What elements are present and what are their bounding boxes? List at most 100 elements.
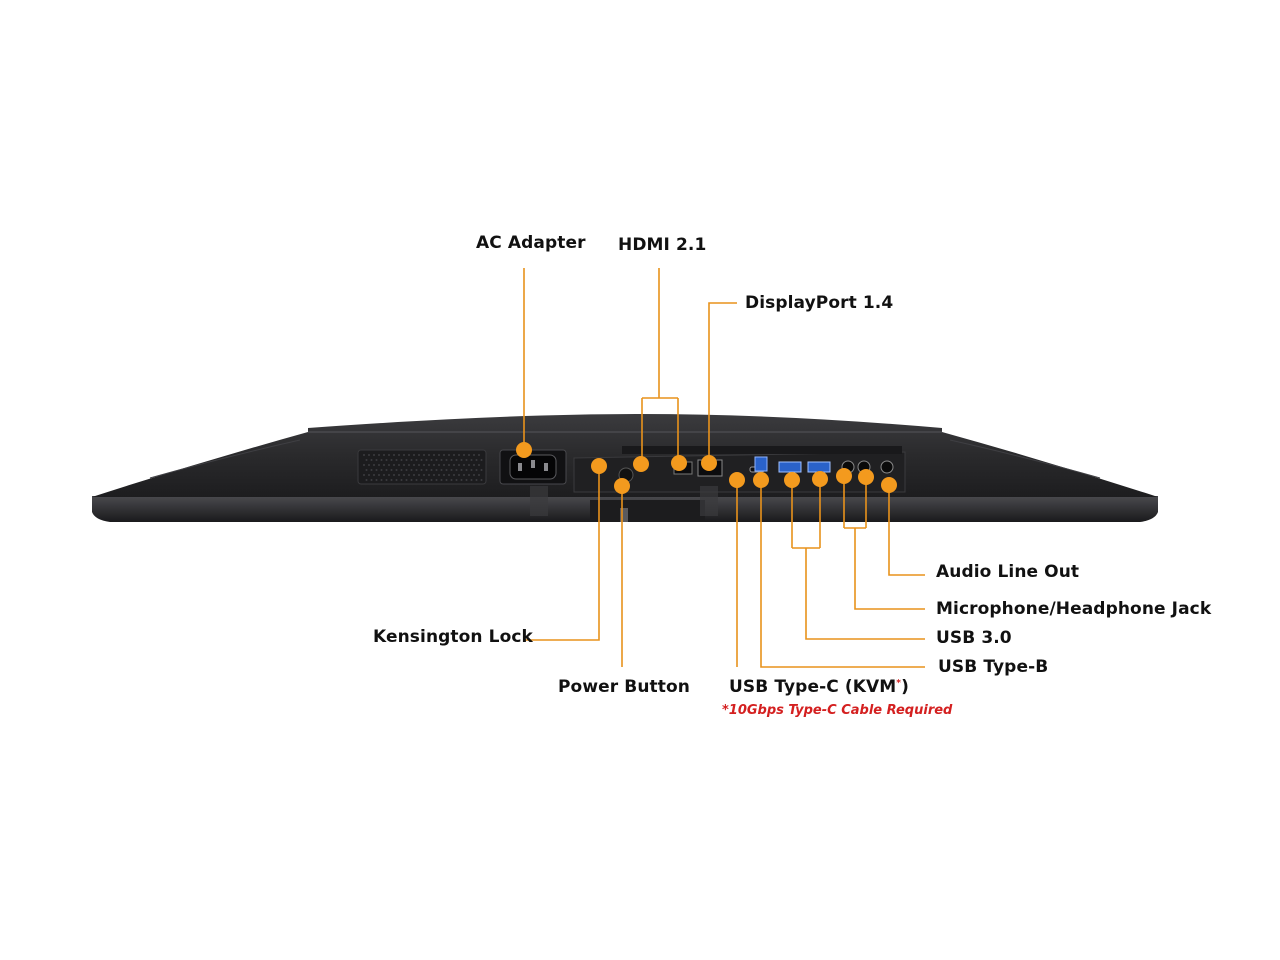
grille-hole <box>450 459 453 461</box>
audio-out-leader <box>888 486 925 576</box>
grille-hole <box>400 459 403 461</box>
usb-b-leader <box>760 480 925 668</box>
grille-hole <box>468 474 470 476</box>
grille-hole <box>378 464 380 466</box>
power-button-marker <box>614 478 630 494</box>
grille-hole <box>393 474 395 476</box>
grille-hole <box>405 479 408 481</box>
displayport-leader <box>708 302 737 462</box>
usb-c-label-close: ) <box>901 677 909 697</box>
stand-post <box>530 486 548 516</box>
grille-hole <box>468 464 470 466</box>
grille-hole <box>380 459 383 461</box>
grille-hole <box>385 479 388 481</box>
grille-hole <box>415 459 418 461</box>
grille-hole <box>373 454 375 456</box>
grille-hole <box>455 459 458 461</box>
audio-out-marker <box>881 477 897 493</box>
grille-hole <box>415 469 418 471</box>
grille-hole <box>398 454 400 456</box>
grille-hole <box>420 479 423 481</box>
grille-hole <box>460 459 463 461</box>
ac-pin <box>544 463 548 471</box>
grille-hole <box>375 459 378 461</box>
grille-hole <box>413 474 415 476</box>
usb-c-label: USB Type-C (KVM*) <box>729 677 909 697</box>
grille-hole <box>435 469 438 471</box>
grille-hole <box>448 464 450 466</box>
mic-jack-leader <box>843 477 925 610</box>
grille-hole <box>455 469 458 471</box>
grille-hole <box>475 479 478 481</box>
grille-hole <box>373 474 375 476</box>
grille-hole <box>430 459 433 461</box>
grille-hole <box>395 469 398 471</box>
grille-hole <box>428 454 430 456</box>
grille-hole <box>403 474 405 476</box>
grille-hole <box>423 464 425 466</box>
grille-hole <box>438 464 440 466</box>
grille-hole <box>478 454 480 456</box>
grille-hole <box>473 464 475 466</box>
grille-hole <box>400 469 403 471</box>
grille-hole <box>463 464 465 466</box>
grille-hole <box>478 464 480 466</box>
grille-hole <box>448 474 450 476</box>
mic-jack-marker <box>836 468 852 484</box>
grille-hole <box>365 479 368 481</box>
grille-hole <box>470 459 473 461</box>
grille-hole <box>480 469 483 471</box>
grille-hole <box>435 459 438 461</box>
hdmi-leader <box>641 268 679 462</box>
grille-hole <box>475 469 478 471</box>
grille-hole <box>433 454 435 456</box>
grille-hole <box>450 479 453 481</box>
grille-hole <box>425 469 428 471</box>
grille-hole <box>453 454 455 456</box>
speaker-grille <box>357 449 487 485</box>
grille-hole <box>390 459 393 461</box>
grille-hole <box>398 464 400 466</box>
grille-hole <box>370 479 373 481</box>
grille-hole <box>425 459 428 461</box>
io-vent <box>622 446 902 454</box>
mic-jack-label: Microphone/Headphone Jack <box>936 599 1212 619</box>
grille-hole <box>413 454 415 456</box>
grille-hole <box>373 464 375 466</box>
grille-hole <box>423 474 425 476</box>
grille-hole <box>383 474 385 476</box>
usb30-port-shape <box>807 461 831 473</box>
grille-hole <box>430 469 433 471</box>
monitor-body <box>92 414 1158 522</box>
grille-hole <box>443 474 445 476</box>
grille-hole <box>390 479 393 481</box>
speaker-grille-holes <box>363 454 483 481</box>
grille-hole <box>403 454 405 456</box>
ac-adapter-marker <box>516 442 532 458</box>
grille-hole <box>393 454 395 456</box>
hdmi-marker-2 <box>671 455 687 471</box>
usb-b-marker <box>753 472 769 488</box>
grille-hole <box>413 464 415 466</box>
grille-hole <box>368 454 370 456</box>
grille-hole <box>365 469 368 471</box>
grille-hole <box>475 459 478 461</box>
grille-hole <box>368 474 370 476</box>
grille-hole <box>408 464 410 466</box>
grille-hole <box>453 464 455 466</box>
shell-ridge-right <box>949 439 1101 479</box>
grille-hole <box>363 474 365 476</box>
displayport-label: DisplayPort 1.4 <box>745 293 894 313</box>
grille-hole <box>480 459 483 461</box>
grille-hole <box>408 474 410 476</box>
grille-hole <box>378 454 380 456</box>
callout-leader-lines <box>523 268 925 668</box>
grille-hole <box>445 479 448 481</box>
grille-hole <box>415 479 418 481</box>
grille-hole <box>375 479 378 481</box>
grille-hole <box>470 469 473 471</box>
grille-hole <box>468 454 470 456</box>
grille-hole <box>450 469 453 471</box>
grille-hole <box>473 454 475 456</box>
